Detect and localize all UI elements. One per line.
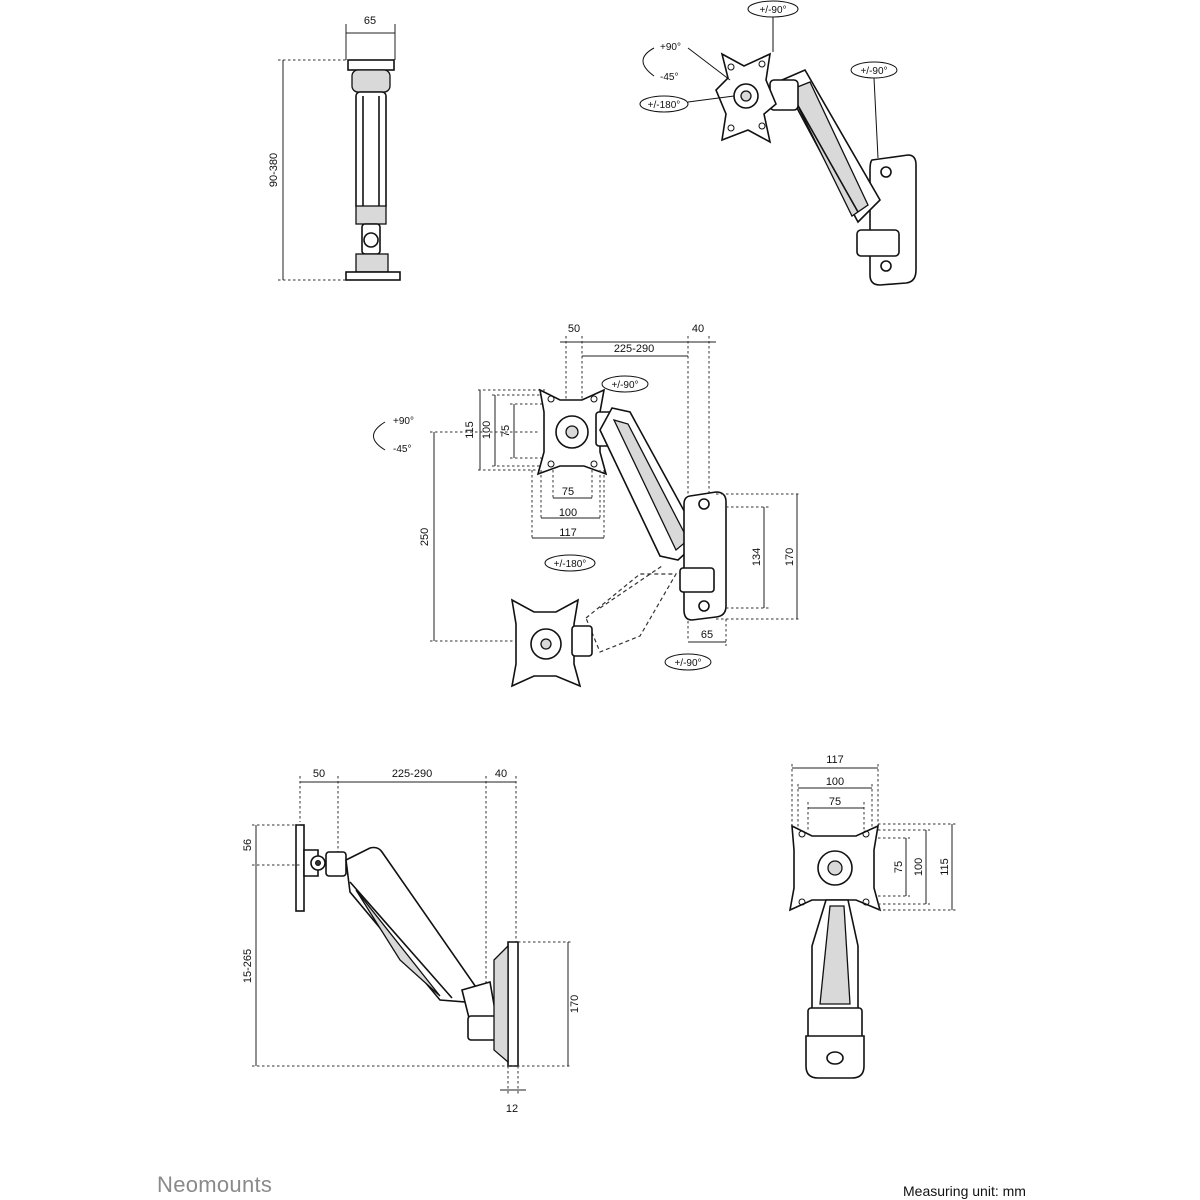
top-view: 50 225-290 40 +/-90° +90° -45° 115 100 7… [373, 323, 800, 688]
top-reach-label: 225-290 [614, 343, 654, 355]
top-swivel-head-label: +/-90° [611, 380, 638, 391]
side-depth-label: 40 [495, 768, 507, 780]
top-tilt-up-label: +90° [393, 416, 414, 427]
back-view: 117 100 75 75 100 115 [788, 754, 958, 1079]
front-view: 65 90-380 [268, 15, 401, 281]
measuring-unit: Measuring unit: mm [903, 1183, 1026, 1199]
side-plate12-label: 12 [506, 1103, 518, 1115]
top-vesa-w117-label: 117 [559, 527, 577, 539]
side-offset-label: 50 [313, 768, 325, 780]
side-plate170-label: 170 [569, 995, 581, 1013]
front-height-label: 90-380 [268, 153, 280, 187]
top-lift-label: 250 [419, 528, 431, 546]
top-swivel-wall-label: +/-90° [674, 658, 701, 669]
iso-rotate-label: +/-180° [648, 100, 681, 111]
side-view: 50 225-290 40 56 15-265 170 12 [242, 768, 581, 1115]
iso-tilt-down-label: -45° [660, 72, 678, 83]
side-height-label: 15-265 [242, 949, 254, 983]
back-w75-label: 75 [829, 796, 841, 808]
back-h75-label: 75 [893, 861, 905, 873]
tilt-arrow-icon [373, 421, 386, 451]
iso-swivel-top-label: +/-90° [759, 5, 786, 16]
top-vesa-w75-label: 75 [562, 486, 574, 498]
front-width-label: 65 [364, 15, 376, 27]
top-vesa-h115-label: 115 [464, 421, 476, 439]
back-w100-label: 100 [826, 776, 844, 788]
top-vesa-w100-label: 100 [559, 507, 577, 519]
top-depth-label: 40 [692, 323, 704, 335]
side-head-label: 56 [242, 839, 254, 851]
iso-view: +/-90° +/-90° +/-180° +90° -45° [639, 0, 917, 286]
top-plate170-label: 170 [784, 548, 796, 566]
iso-tilt-up-label: +90° [660, 42, 681, 53]
top-plate65-label: 65 [701, 629, 713, 641]
back-w117-label: 117 [826, 754, 844, 766]
top-vesa-h75-label: 75 [500, 425, 512, 437]
back-h100-label: 100 [913, 858, 925, 876]
top-offset-label: 50 [568, 323, 580, 335]
back-h115-label: 115 [939, 858, 951, 876]
iso-swivel-wall-label: +/-90° [860, 66, 887, 77]
top-tilt-down-label: -45° [393, 444, 411, 455]
top-plate134-label: 134 [751, 548, 763, 566]
top-vesa-h100-label: 100 [481, 421, 493, 439]
brand-logo: Neomounts [157, 1172, 273, 1197]
side-reach-label: 225-290 [392, 768, 432, 780]
top-rotate-label: +/-180° [554, 559, 587, 570]
tilt-arrow-icon [642, 47, 655, 77]
